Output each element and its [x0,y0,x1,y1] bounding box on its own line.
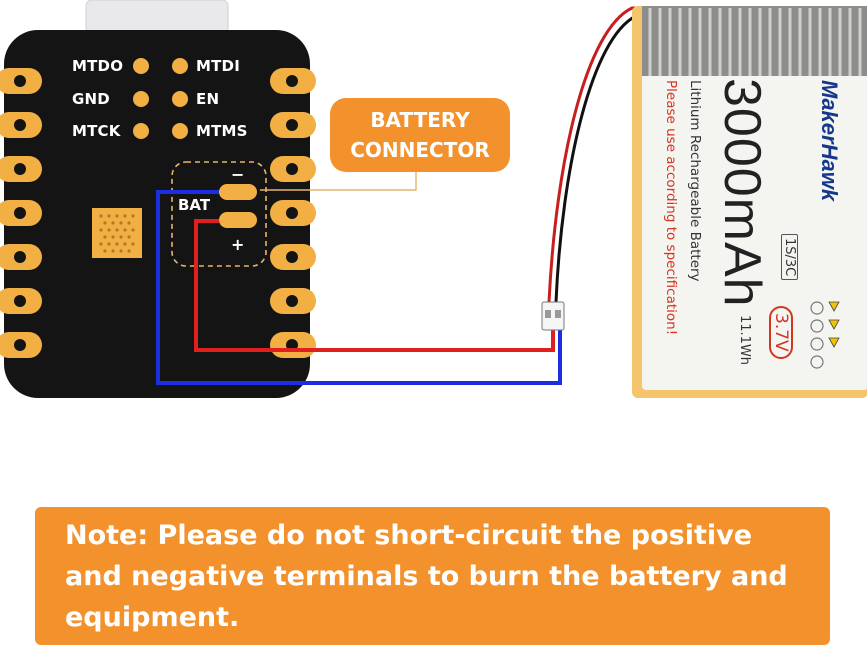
jtag-pads [133,58,188,139]
callout-line-1: BATTERY [370,108,470,132]
bat-highlight-box [171,161,267,267]
usb-connector [85,0,229,35]
battery-brand: MakerHawk [817,80,842,202]
battery-config: 1S/3C [781,234,798,281]
bat-label: BAT [178,196,211,214]
pin-label-mtdo: MTDO [72,57,124,75]
battery-chemistry: Lithium Rechargeable Battery [687,80,703,282]
battery-warning: Please use according to specification! [663,80,679,336]
red-wire [194,219,555,352]
battery-connector-callout: BATTERY CONNECTOR [330,98,510,172]
certification-icons [810,301,824,369]
battery-energy: 11.1Wh [737,315,752,366]
pin-label-mtdi: MTDI [196,57,240,75]
bat-plus-sign: + [231,235,245,254]
callout-leader-line [260,172,417,191]
pin-label-mtck: MTCK [72,122,121,140]
battery-voltage: 3.7V [769,306,793,359]
warning-icons [828,301,840,348]
safety-note: Note: Please do not short-circuit the po… [35,507,830,645]
blue-wire [156,190,562,385]
battery-pack [632,6,867,398]
battery-capacity: 3000mAh [713,78,771,308]
pin-label-mtms: MTMS [196,122,248,140]
battery-lead-wires [547,6,640,303]
pin-label-en: EN [196,90,220,108]
bat-minus-sign: − [231,165,245,184]
bat-positive-pad [219,212,257,228]
bat-negative-pad [219,184,257,200]
jst-connector [541,301,565,331]
callout-line-2: CONNECTOR [350,138,490,162]
pin-label-gnd: GND [72,90,110,108]
ground-pad [92,208,142,258]
